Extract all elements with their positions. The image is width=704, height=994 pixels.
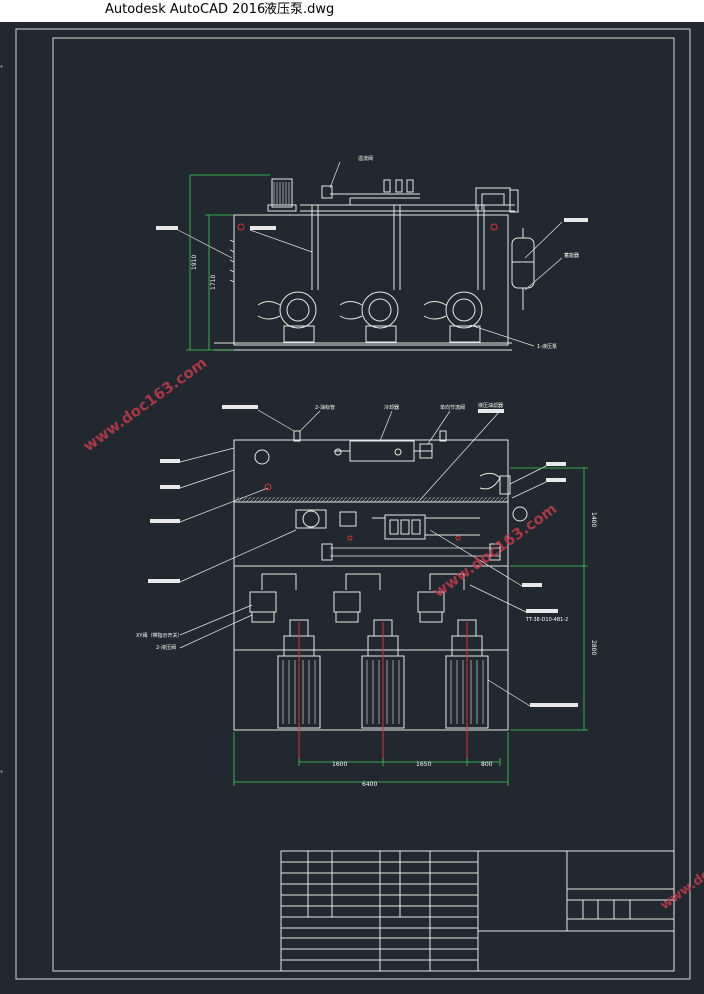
label-xy-valve: XY阀（带指示开关） <box>136 632 182 639</box>
svg-text:°: ° <box>0 65 3 72</box>
label-cooler: 冷却器 <box>384 404 399 411</box>
elevation-dimensions <box>186 174 270 351</box>
dim-bottom-3: 800 <box>481 761 493 768</box>
label-throttle-valve: 单向节流阀 <box>440 404 465 411</box>
dim-right-lower: 2800 <box>590 640 597 655</box>
plan-dimensions <box>233 467 588 786</box>
watermark-3: www.doc163.com <box>658 826 704 914</box>
pump-2 <box>339 291 399 343</box>
label-pump: 1-液压泵 <box>537 343 557 350</box>
dim-bottom-2: 1650 <box>416 761 431 768</box>
valve-unit-1 <box>249 573 297 623</box>
valve-unit-2 <box>333 573 381 623</box>
app-title: Autodesk AutoCAD 2016 <box>105 2 266 17</box>
label-model: TT-38-D10-4B1-2 <box>525 617 568 623</box>
dim-height-inner: 1710 <box>210 275 217 290</box>
pump-1 <box>257 291 317 343</box>
title-bar: Autodesk AutoCAD 2016 液压泵.dwg <box>0 0 704 22</box>
watermark-1: www.doc163.com <box>80 354 210 456</box>
label-accumulator: 蓄能器 <box>564 252 579 259</box>
dim-right-upper: 1400 <box>590 512 597 527</box>
inner-frame <box>52 37 675 972</box>
label-oil-filter: 液压油滤器 <box>478 402 503 409</box>
label-tags <box>148 405 578 707</box>
title-block <box>280 850 675 972</box>
dim-bottom-total: 6400 <box>362 781 377 788</box>
pump-3 <box>423 291 483 343</box>
elevation-view <box>177 161 563 351</box>
plan-view <box>179 409 547 731</box>
outer-frame <box>15 28 691 980</box>
dim-bottom-1: 1600 <box>332 761 347 768</box>
centerlines <box>298 622 468 760</box>
label-oil-gauge: 2-油标管 <box>315 404 335 411</box>
document-title: 液压泵.dwg <box>264 2 335 17</box>
svg-text:°: ° <box>0 770 3 777</box>
drawing-canvas[interactable]: ° ° <box>0 22 704 994</box>
cad-drawing: ° ° <box>0 28 704 980</box>
label-hydraulic-valve: 2-液压阀 <box>156 644 176 651</box>
dim-height-outer: 1910 <box>191 255 198 270</box>
valve-unit-3 <box>417 573 465 623</box>
label-relief-valve: 溢流阀 <box>358 155 373 162</box>
